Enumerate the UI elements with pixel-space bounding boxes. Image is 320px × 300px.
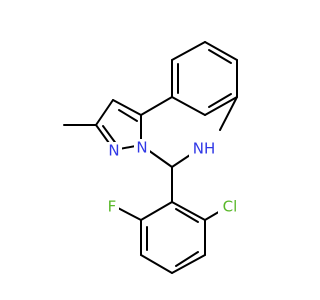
bond <box>171 201 206 221</box>
nitrogen-label-bg <box>134 139 150 157</box>
molecule-diagram: N N NH F Cl <box>63 41 242 274</box>
bond <box>171 96 206 116</box>
bond <box>140 201 173 221</box>
bond <box>171 254 206 274</box>
fluorine-label: F <box>108 198 117 216</box>
bond <box>204 41 238 61</box>
amine-nh-label: NH <box>193 140 216 158</box>
bond <box>117 207 142 221</box>
bond <box>95 99 114 126</box>
bond <box>208 93 232 108</box>
chlorine-label-bg <box>218 198 242 216</box>
bond <box>208 49 232 64</box>
bridgehead-nitrogen-label: N <box>136 139 147 157</box>
chlorine-label: Cl <box>223 198 238 216</box>
bond <box>102 125 118 146</box>
bond <box>204 96 238 116</box>
atom-labels: N N NH F Cl <box>105 139 242 216</box>
nitrogen-label-bg <box>106 142 122 160</box>
pyrazole-nitrogen-label: N <box>108 142 119 160</box>
structure-svg: N N NH F Cl <box>63 41 242 274</box>
bond <box>140 254 173 274</box>
bond <box>118 109 138 122</box>
bond <box>112 99 142 116</box>
bond <box>219 96 238 131</box>
bond <box>175 208 199 223</box>
amine-label-bg <box>189 140 219 158</box>
bond <box>175 251 199 267</box>
fluorine-label-bg <box>105 198 119 216</box>
bond <box>140 96 173 116</box>
bond <box>171 41 206 61</box>
